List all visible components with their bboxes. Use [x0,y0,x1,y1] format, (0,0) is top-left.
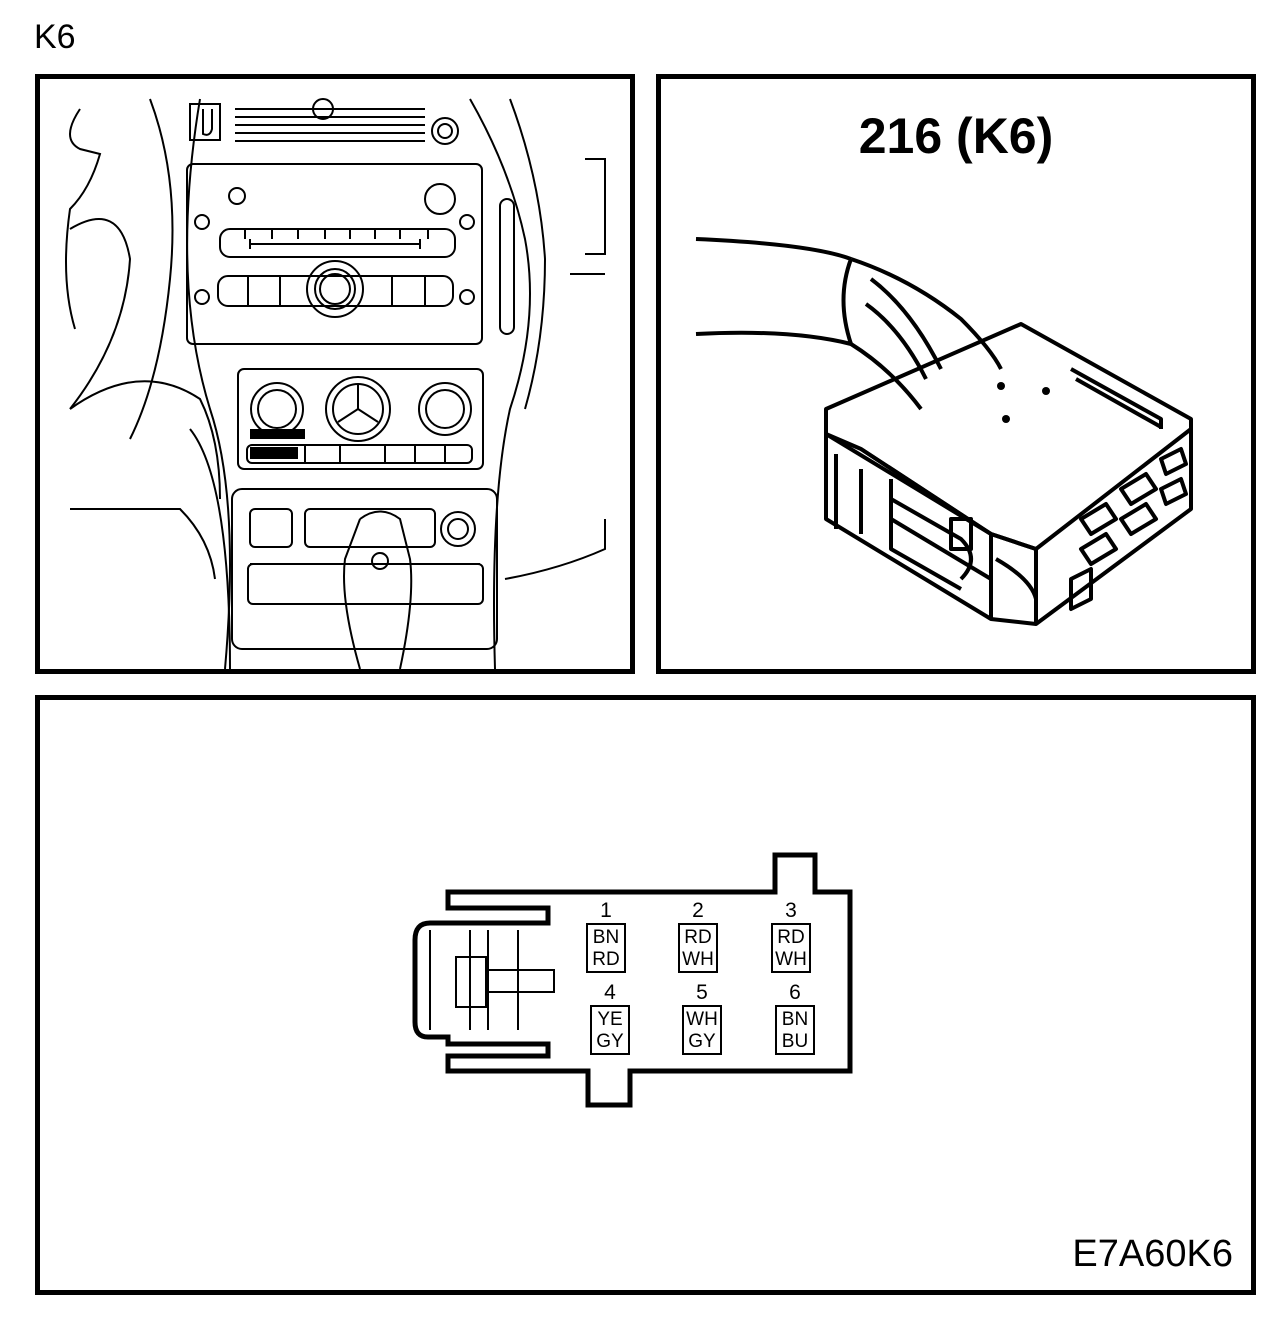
pin-number: 2 [692,899,704,922]
wire-color: WH [682,949,714,970]
pin-number: 5 [696,981,708,1004]
wire-color: BU [781,1031,809,1052]
page-label: K6 [34,18,76,56]
figure-code: E7A60K6 [1072,1233,1233,1275]
pin-wire-box: RD WH [771,923,811,973]
pin-number: 3 [785,899,797,922]
location-panel [35,74,635,674]
connector-title: 216 (K6) [858,108,1054,164]
wire-color: BN [592,927,620,948]
wire-color: WH [686,1009,718,1030]
wire-color: BN [781,1009,809,1030]
wire-color: YE [597,1009,623,1030]
pin-number: 4 [604,981,616,1004]
dashboard-location-drawing [65,98,606,669]
pin-wire-box: YE GY [590,1005,630,1055]
wire-color: RD [777,927,805,948]
pin-wire-box: BN RD [586,923,626,973]
pin-wire-box: WH GY [682,1005,722,1055]
pin-wire-box: RD WH [678,923,718,973]
pin-number: 1 [600,899,612,922]
connector-panel: 216 (K6) [656,74,1256,674]
wire-color: RD [684,927,712,948]
wire-color: GY [688,1031,716,1052]
pin-number: 6 [789,981,801,1004]
wire-color: WH [775,949,807,970]
wire-color: GY [596,1031,624,1052]
connector-3d-drawing [695,237,1193,626]
pin-wire-box: BN BU [775,1005,815,1055]
wire-color: RD [592,949,620,970]
connector-face-outline [412,852,853,1108]
pinout-panel: 1 BN RD 2 RD WH 3 RD WH 4 YE GY 5 WH GY … [35,695,1256,1295]
